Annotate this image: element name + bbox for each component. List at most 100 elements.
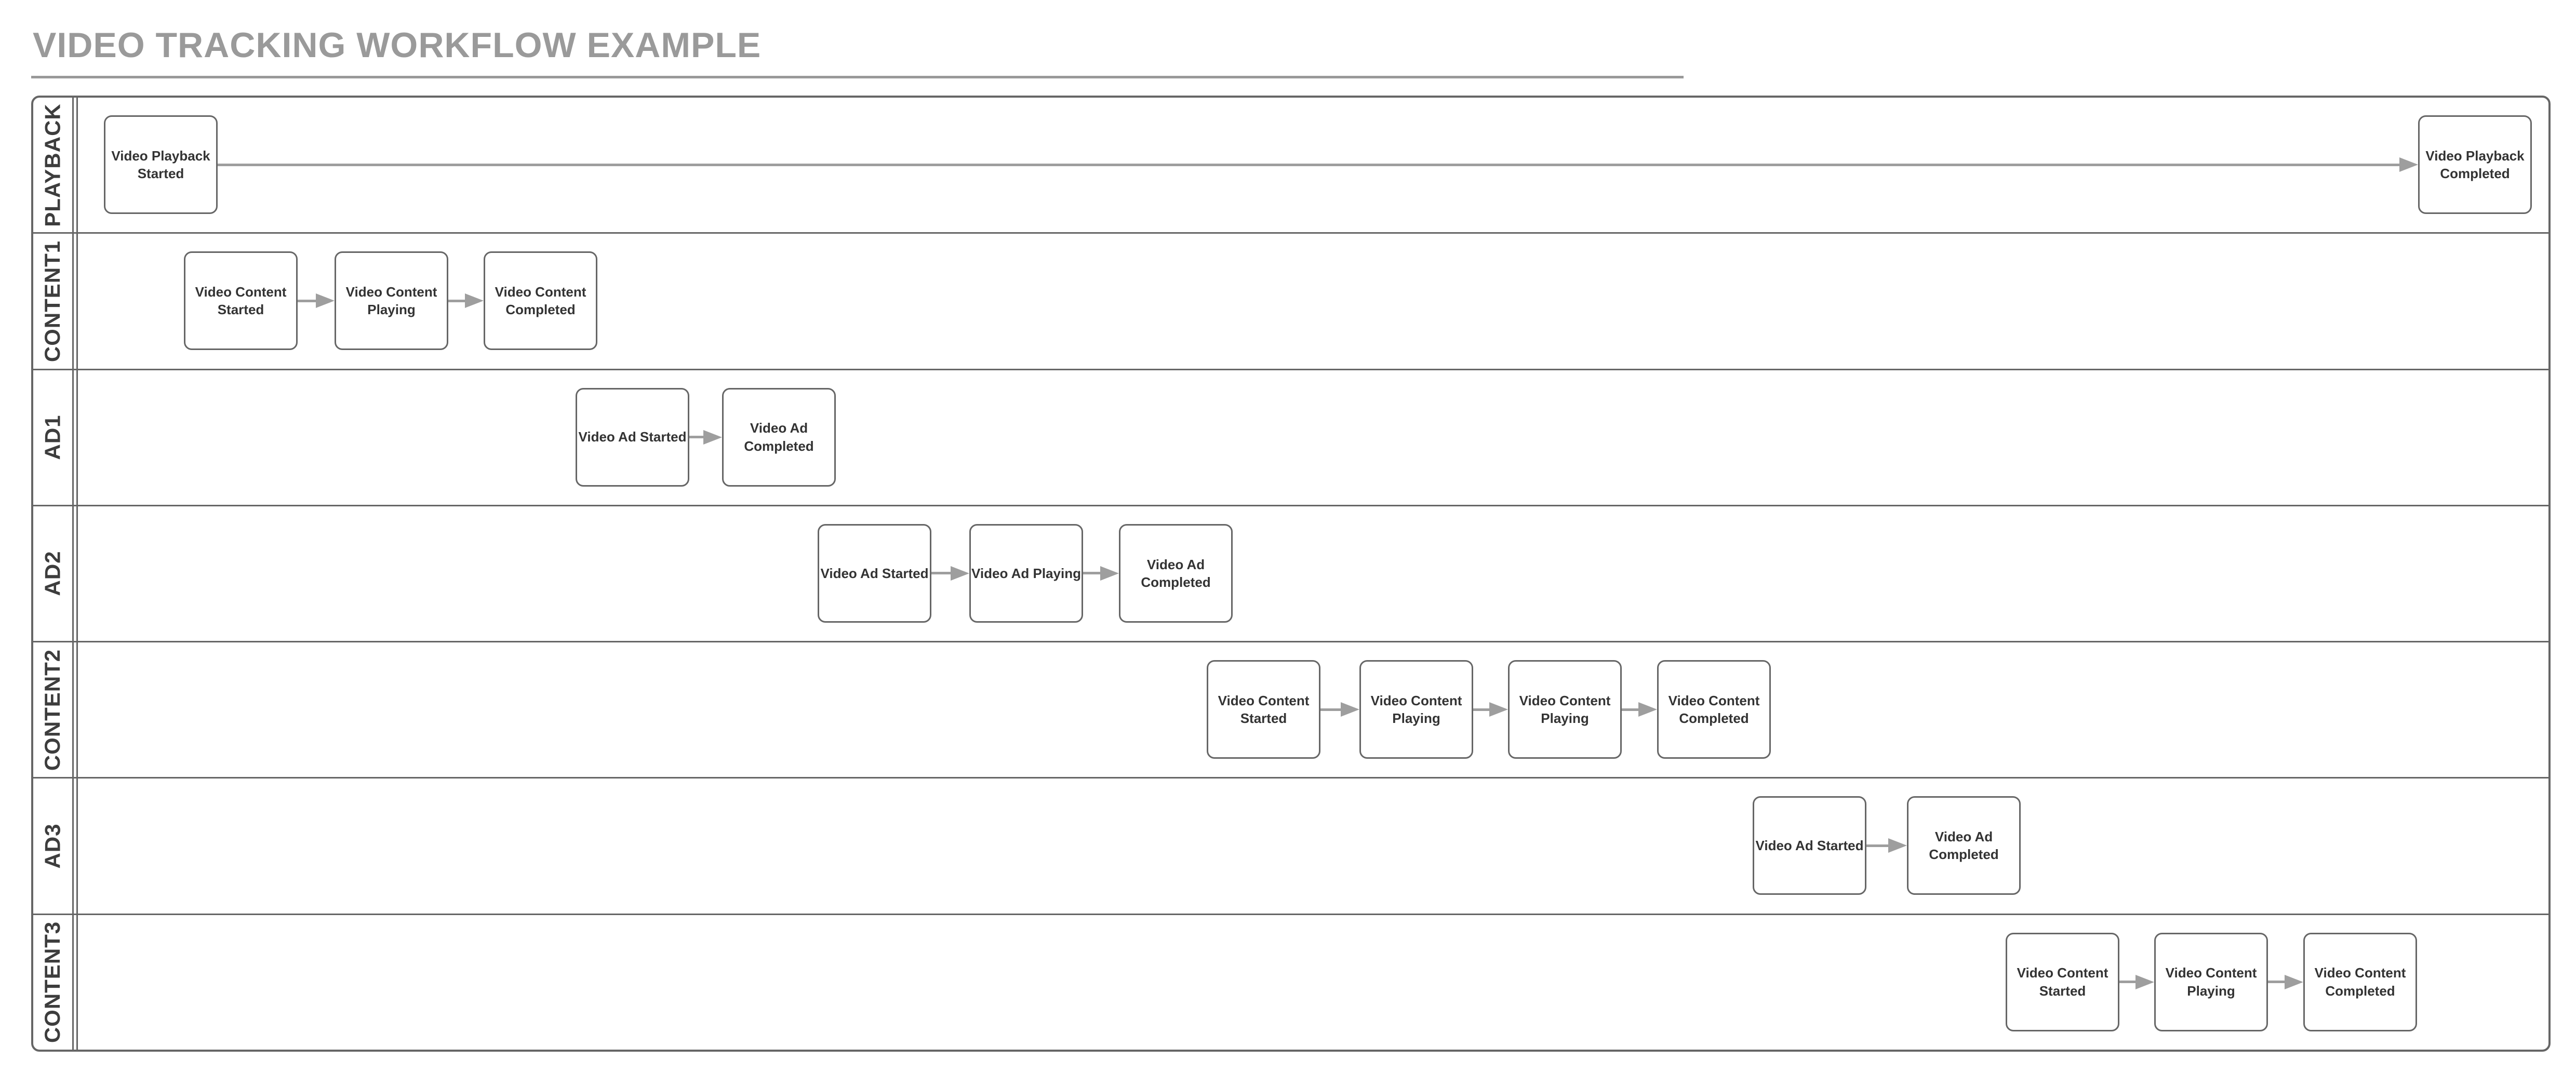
flow-arrow [2268, 974, 2303, 989]
lane-label-content2[interactable]: CONTENT2 [33, 642, 74, 777]
lane-content-ad3: Video Ad Started Video Ad Completed [76, 779, 2548, 914]
task-node-label: Video Content [1519, 692, 1611, 708]
task-node[interactable]: Video Ad Completed [1907, 796, 2021, 895]
task-node[interactable]: Video Ad Started [576, 387, 689, 487]
task-node-label: Completed [2440, 166, 2510, 181]
task-node-label: Video Content [1218, 692, 1310, 708]
arrow-head-icon [1489, 702, 1508, 717]
arrow-head-icon [2285, 974, 2303, 989]
task-node-label: Video Content [2017, 965, 2108, 981]
task-node-label: Started [217, 302, 264, 318]
lane-label-content3[interactable]: CONTENT3 [33, 915, 74, 1050]
flow-arrow [1622, 702, 1657, 717]
task-node[interactable]: Video Ad Playing [969, 524, 1083, 623]
arrow-head-icon [1888, 838, 1907, 853]
flow-arrow [1866, 838, 1907, 853]
flow-arrow [1083, 566, 1119, 581]
task-node-label: Video Playback [2425, 147, 2525, 164]
arrow-line [1320, 708, 1341, 711]
lane-label-text: AD3 [40, 823, 65, 869]
arrow-head-icon [465, 293, 484, 308]
task-node-label: Started [137, 166, 184, 181]
flow-arrow [448, 293, 484, 308]
task-node-label: Video Ad [1934, 829, 1993, 845]
lane-label-text: PLAYBACK [40, 103, 65, 227]
arrow-head-icon [2135, 974, 2154, 989]
arrow-head-icon [951, 566, 969, 581]
task-node-label: Video Ad Started [820, 565, 929, 581]
task-node-label: Video Ad [750, 420, 808, 436]
lane-label-playback[interactable]: PLAYBACK [33, 98, 74, 233]
lane-label-ad1[interactable]: AD1 [33, 370, 74, 505]
task-node-label: Completed [505, 302, 576, 318]
task-node[interactable]: Video Ad Started [818, 524, 931, 623]
arrow-head-icon [2399, 157, 2418, 172]
task-node-label: Video Content [195, 284, 287, 300]
task-node-label: Playing [1392, 710, 1440, 727]
lane-label-content1[interactable]: CONTENT1 [33, 234, 74, 369]
page-title: VIDEO TRACKING WORKFLOW EXAMPLE [33, 25, 762, 65]
arrow-line [1473, 708, 1489, 711]
lane-label-text: AD2 [40, 551, 65, 596]
task-node-label: Playing [1541, 710, 1589, 727]
arrow-line [2119, 981, 2135, 984]
arrow-head-icon [1100, 566, 1119, 581]
arrow-head-icon [1638, 702, 1657, 717]
swimlane-ad3: AD3 Video Ad Started Video Ad Completed [33, 777, 2548, 914]
lane-label-ad2[interactable]: AD2 [33, 506, 74, 641]
task-node-label: Video Content [495, 284, 586, 300]
task-node-label: Video Ad Started [1755, 838, 1864, 854]
arrow-line [1622, 708, 1638, 711]
task-node-label: Video Ad Started [578, 429, 687, 445]
flow-arrow [1320, 702, 1359, 717]
arrow-line [218, 163, 2399, 166]
task-node-label: Video Ad Playing [971, 565, 1081, 581]
task-node-label: Video Content [345, 284, 437, 300]
task-node-label: Playing [367, 302, 416, 318]
task-node[interactable]: Video Ad Started [1753, 796, 1866, 895]
arrow-line [1866, 844, 1888, 847]
task-node-label: Video Content [2314, 965, 2406, 981]
task-node-label: Completed [1929, 847, 1999, 863]
arrow-head-icon [1341, 702, 1359, 717]
lane-label-ad3[interactable]: AD3 [33, 779, 74, 914]
task-node-label: Completed [2325, 983, 2395, 999]
flow-arrow [931, 566, 969, 581]
arrow-line [2268, 981, 2285, 984]
task-node-label: Video Ad [1146, 556, 1205, 572]
task-node-label: Started [2039, 983, 2086, 999]
task-node-label: Video Content [1370, 692, 1462, 708]
lane-label-text: CONTENT2 [40, 649, 65, 771]
task-node-label: Video Content [2165, 965, 2257, 981]
arrow-head-icon [703, 430, 722, 445]
lane-content-ad2: Video Ad Started Video Ad Playing Video Ad… [76, 506, 2548, 641]
arrow-line [689, 436, 703, 439]
flow-arrow [1473, 702, 1508, 717]
arrow-line [1083, 572, 1100, 575]
